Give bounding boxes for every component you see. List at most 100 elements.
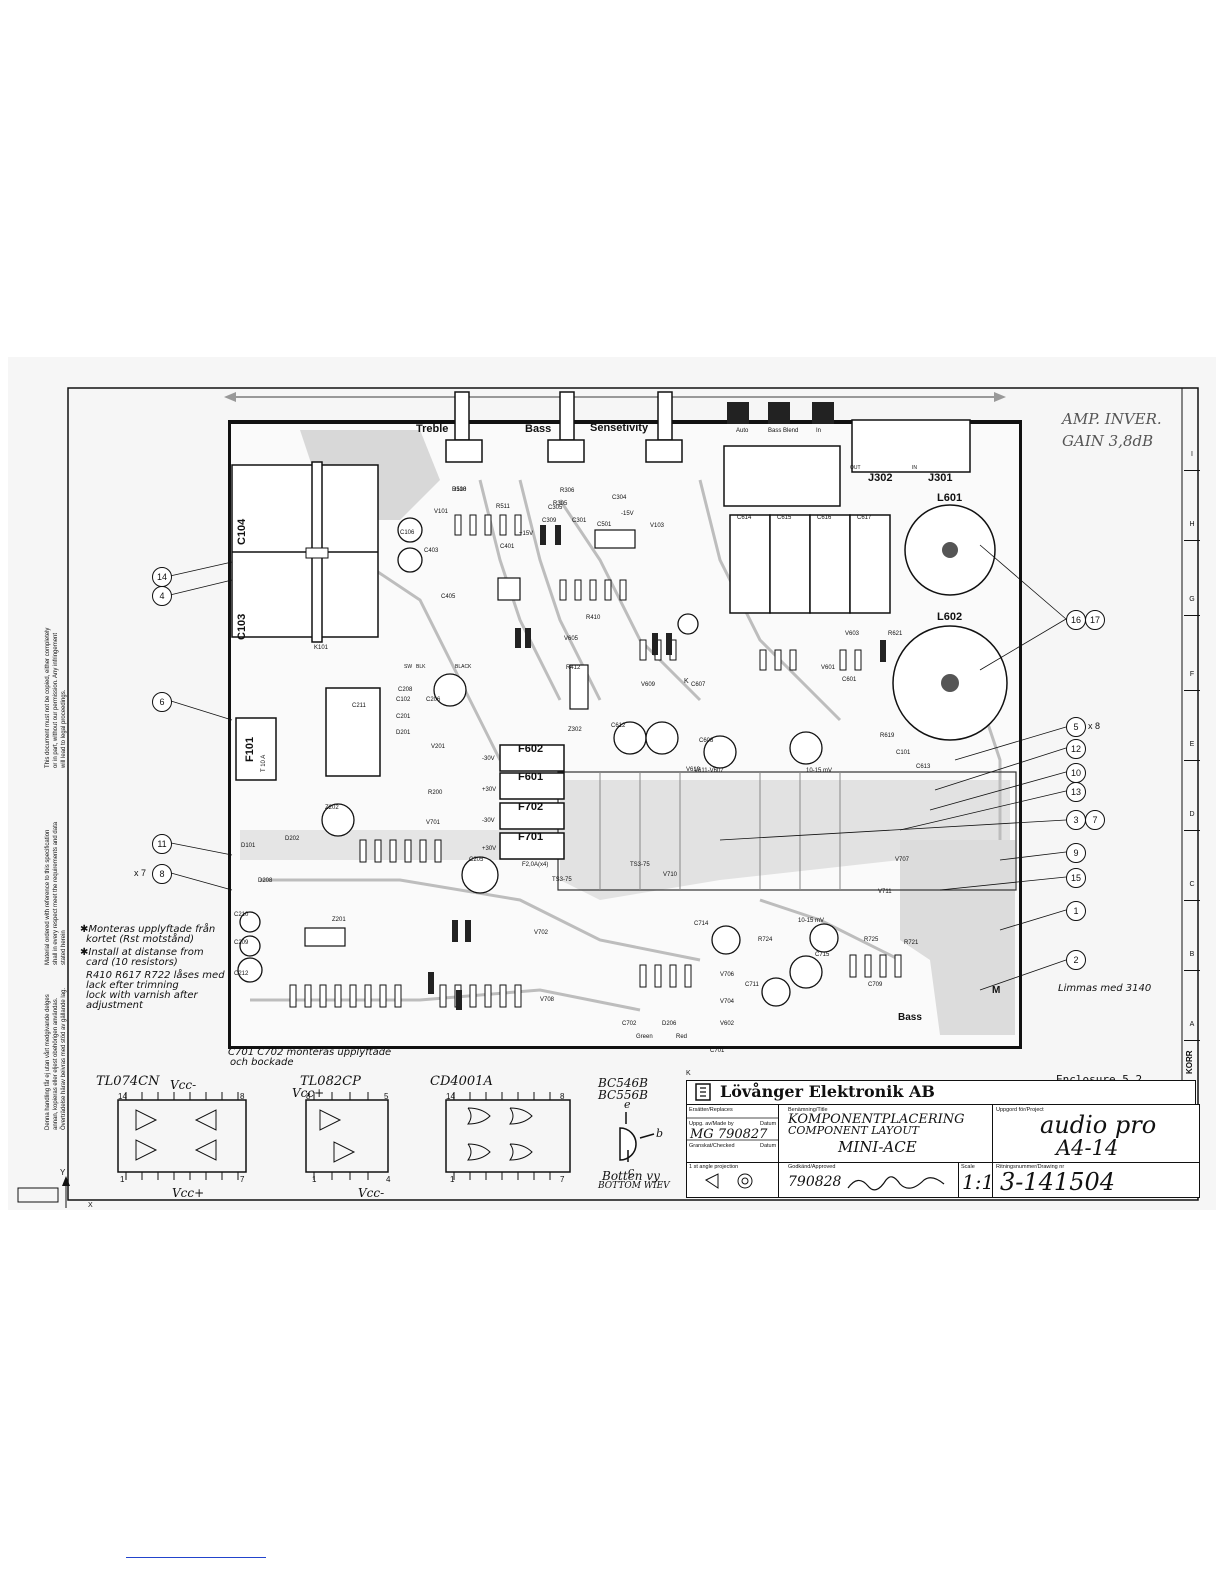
pcb-designator: V710 [663,872,678,878]
pcb-designator: D206 [662,1021,677,1027]
drawing-no-label: Ritningsnummer/Drawing nr [996,1164,1065,1170]
pcb-designator: C304 [612,495,627,501]
jack-j302: J302 [868,472,893,484]
supply-label: -30V [482,756,495,762]
pcb-designator: C102 [396,697,411,703]
pcb-designator: Z202 [325,805,339,811]
pcb-designator: C403 [424,548,439,554]
pcb-designator: D108 [452,487,467,493]
title-model: MINI-ACE [838,1138,917,1156]
pcb-designator: C301 [572,518,587,524]
projection-label: 1 st angle projection [689,1164,739,1170]
title-block-title [778,1104,994,1164]
callout-multiplier-x8: x 8 [1088,721,1101,731]
pcb-designator: V603 [845,631,860,637]
pcb-designator: C715 [815,952,830,958]
pcb-designator: V601 [821,665,836,671]
pcb-designator: C101 [896,750,911,756]
pcb-designator: Z201 [332,917,346,923]
bass-trim-label: Bass [898,1012,922,1023]
pcb-designator: V707 [895,857,910,863]
project-label: Uppgord för/Project [996,1107,1044,1113]
coil-l602: L602 [937,611,963,623]
ic-cd4001-pin: 7 [560,1175,565,1184]
title-block-scale [958,1162,994,1198]
ic-tl082-vcc-bottom: Vcc- [358,1186,385,1200]
zone-letter: A [1184,1010,1200,1041]
sensitivity-label: Sensetivity [590,422,649,434]
callout-13: 13 [1066,782,1086,802]
title-block-approved [778,1162,960,1198]
switch-bass-blend-label: Bass Blend [768,428,799,434]
cap-c615: C615 [777,515,792,521]
pcb-designator: C612 [611,723,626,729]
pcb-designator: V704 [720,999,735,1005]
zone-letter: G [1184,585,1200,616]
switch-auto-label: Auto [736,428,749,434]
axis-y-label: Y [60,1168,66,1177]
pcb-designator: Z302 [568,727,582,733]
pcb-designator: R724 [758,937,773,943]
drawing-no: 3-141504 [1000,1168,1115,1196]
title-label: Benämning/Title [788,1107,828,1113]
ic-tl082-vcc-top: Vcc+ [292,1086,325,1100]
fuse-f601: F601 [518,771,544,783]
title-sv: KOMPONENTPLACERING [788,1112,965,1127]
ic-tl074-name: TL074CN [96,1074,160,1089]
bottom-view-en: BOTTOM WIEV [598,1181,670,1191]
axis-x-label: X [88,1202,93,1209]
jack-j301: J301 [928,472,953,484]
pcb-designator: V708 [540,997,555,1003]
pcb-designator: C607 [691,682,706,688]
jack-out-label: OUT [850,465,861,471]
callout-12: 12 [1066,739,1086,759]
heatsink-ts2: TS3-75 [552,877,572,883]
callout-15: 15 [1066,868,1086,888]
fuse-f2: F2,0A(x4) [522,862,549,868]
approved-label: Godkänd/Approved [788,1164,836,1170]
pcb-designator: C212 [234,971,249,977]
pcb-designator: C401 [500,544,515,550]
link-underline [126,1557,266,1558]
note-line: card (10 resistors) [86,957,178,968]
ic-cd4001-pin: 1 [450,1175,455,1184]
zone-letter: B [1184,940,1200,971]
pcb-designator: R306 [560,488,575,494]
jack-in-label: IN [912,465,917,471]
trim-label: 10-15 mV [806,768,833,774]
callout-16: 16 [1066,610,1086,630]
k-label: K [686,1070,691,1077]
zone-letter: F [1184,660,1200,691]
callout-9: 9 [1066,843,1086,863]
switch-in-label: In [816,428,822,434]
transistor-pin-b: b [656,1127,664,1140]
note-line: R410 R617 R722 låses med [86,970,225,981]
fuse-f701: F701 [518,831,544,843]
company-name: Lövånger Elektronik AB [720,1082,935,1101]
sw-label: SW [404,664,413,670]
transistor-pin-c: c [628,1165,635,1178]
bottom-view-sv: Botten vy [602,1169,660,1183]
pcb-designator: C711 [745,982,759,988]
pcb-designator: C702 [622,1021,637,1027]
callout-17: 17 [1085,610,1105,630]
pcb-designator: R412 [566,665,581,671]
note-line: ✱Install at distanse from [80,947,204,958]
note-line: lock with varnish after [86,990,198,1001]
pcb-designator: C701 [710,1048,725,1054]
date-label: Datum [760,1143,777,1149]
supply-label: +15V [519,531,534,537]
ic-cd4001-name: CD4001A [430,1074,493,1089]
title-en: COMPONENT LAYOUT [788,1124,919,1137]
title-block-drawing-no [992,1162,1200,1198]
green-label: Green [636,1034,653,1040]
m-label: M [992,985,1001,996]
pcb-designator: C305 [548,505,563,511]
zone-letter: I [1184,440,1200,471]
callout-8: 8 [152,864,172,884]
pcb-designator: C210 [234,912,249,918]
zone-letter: H [1184,510,1200,541]
